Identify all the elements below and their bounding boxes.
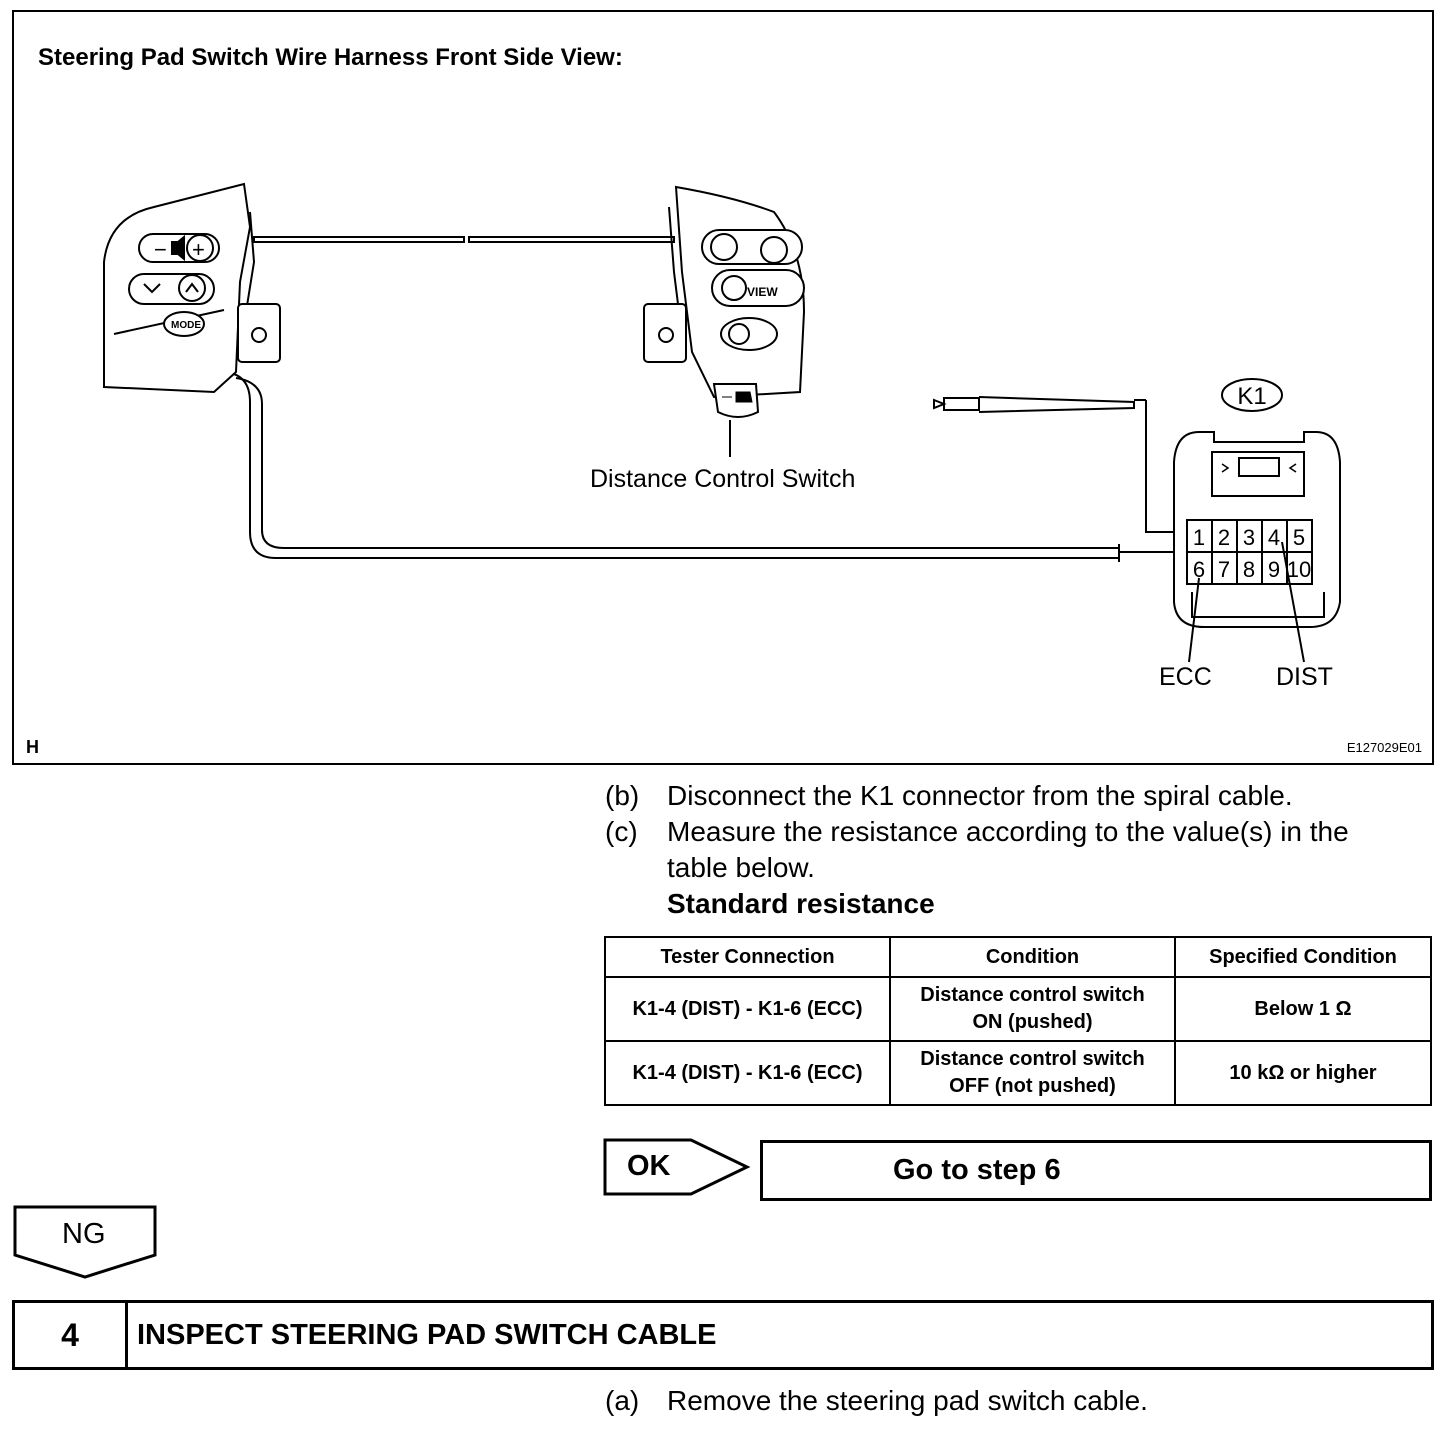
figure-corner-letter: H	[26, 737, 39, 757]
step-title: INSPECT STEERING PAD SWITCH CABLE	[137, 1319, 717, 1351]
step-b: (b) Disconnect the K1 connector from the…	[605, 778, 1427, 814]
condition-line: Distance control switch	[920, 984, 1145, 1006]
ok-label: OK	[627, 1150, 671, 1182]
table-header-row: Tester Connection Condition Specified Co…	[604, 936, 1432, 978]
step-c: (c) Measure the resistance according to …	[605, 814, 1427, 886]
condition-cell: Distance control switch ON (pushed)	[889, 976, 1176, 1042]
step-letter: (a)	[605, 1385, 640, 1416]
next-step: (a) Remove the steering pad switch cable…	[605, 1383, 1427, 1419]
wiring-figure: Steering Pad Switch Wire Harness Front S…	[12, 10, 1434, 765]
resistance-table: Tester Connection Condition Specified Co…	[604, 936, 1432, 1106]
condition-line: OFF (not pushed)	[949, 1075, 1116, 1097]
connector-pin-label: 5	[1293, 525, 1305, 550]
standard-heading: Standard resistance	[667, 888, 935, 919]
step-text: Disconnect the K1 connector from the spi…	[667, 780, 1293, 811]
table-row: K1-4 (DIST) - K1-6 (ECC) Distance contro…	[604, 976, 1432, 1042]
condition-line: Distance control switch	[920, 1048, 1145, 1070]
right-switch-pad	[643, 185, 806, 457]
ng-arrow-icon	[13, 1205, 157, 1279]
go-to-step-box[interactable]: Go to step 6	[760, 1140, 1432, 1201]
steps-list: (b) Disconnect the K1 connector from the…	[605, 778, 1427, 922]
go-to-step-label: Go to step 6	[893, 1154, 1061, 1186]
figure-code: E127029E01	[1346, 740, 1422, 755]
column-header: Condition	[889, 936, 1176, 978]
left-switch-pad: − +	[103, 182, 281, 394]
connector-pin-label: 10	[1287, 557, 1311, 582]
mode-button-label: MODE	[171, 320, 201, 331]
specified-condition-cell: 10 kΩ or higher	[1174, 1040, 1432, 1106]
step-text: Measure the resistance according to the …	[667, 816, 1349, 883]
connector-pin-label: 8	[1243, 557, 1255, 582]
table-row: K1-4 (DIST) - K1-6 (ECC) Distance contro…	[604, 1040, 1432, 1106]
specified-condition-cell: Below 1 Ω	[1174, 976, 1432, 1042]
ecc-label: ECC	[1159, 663, 1212, 691]
connector-pin-label: 4	[1268, 525, 1280, 550]
harness-diagram: − + MODE	[103, 182, 1341, 691]
k1-connector	[1173, 378, 1341, 663]
connector-pin-label: 3	[1243, 525, 1255, 550]
column-header: Specified Condition	[1174, 936, 1432, 978]
connector-label: K1	[1237, 383, 1266, 410]
view-button-label: VIEW	[747, 285, 778, 299]
step-letter: (b)	[605, 780, 640, 811]
condition-line: ON (pushed)	[972, 1011, 1093, 1033]
tester-connection-cell: K1-4 (DIST) - K1-6 (ECC)	[604, 976, 891, 1042]
ng-label: NG	[62, 1218, 106, 1250]
figure-title: Steering Pad Switch Wire Harness Front S…	[38, 44, 623, 71]
step-letter: (c)	[605, 816, 638, 847]
svg-text:−: −	[154, 237, 167, 262]
standard-heading-row: Standard resistance	[605, 886, 1427, 922]
column-header: Tester Connection	[604, 936, 891, 978]
connector-pin-label: 9	[1268, 557, 1280, 582]
ok-arrow-icon	[603, 1138, 751, 1196]
svg-text:+: +	[192, 237, 205, 262]
step-4-header: 4 INSPECT STEERING PAD SWITCH CABLE	[12, 1300, 1434, 1370]
distance-control-switch-label: Distance Control Switch	[590, 465, 855, 493]
connector-pin-label: 2	[1218, 525, 1230, 550]
step-number: 4	[15, 1303, 128, 1367]
dist-label: DIST	[1276, 663, 1333, 691]
step-text: Remove the steering pad switch cable.	[667, 1385, 1148, 1416]
connector-pin-label: 6	[1193, 557, 1205, 582]
condition-cell: Distance control switch OFF (not pushed)	[889, 1040, 1176, 1106]
connector-pin-label: 7	[1218, 557, 1230, 582]
tester-connection-cell: K1-4 (DIST) - K1-6 (ECC)	[604, 1040, 891, 1106]
connector-pin-label: 1	[1193, 525, 1205, 550]
